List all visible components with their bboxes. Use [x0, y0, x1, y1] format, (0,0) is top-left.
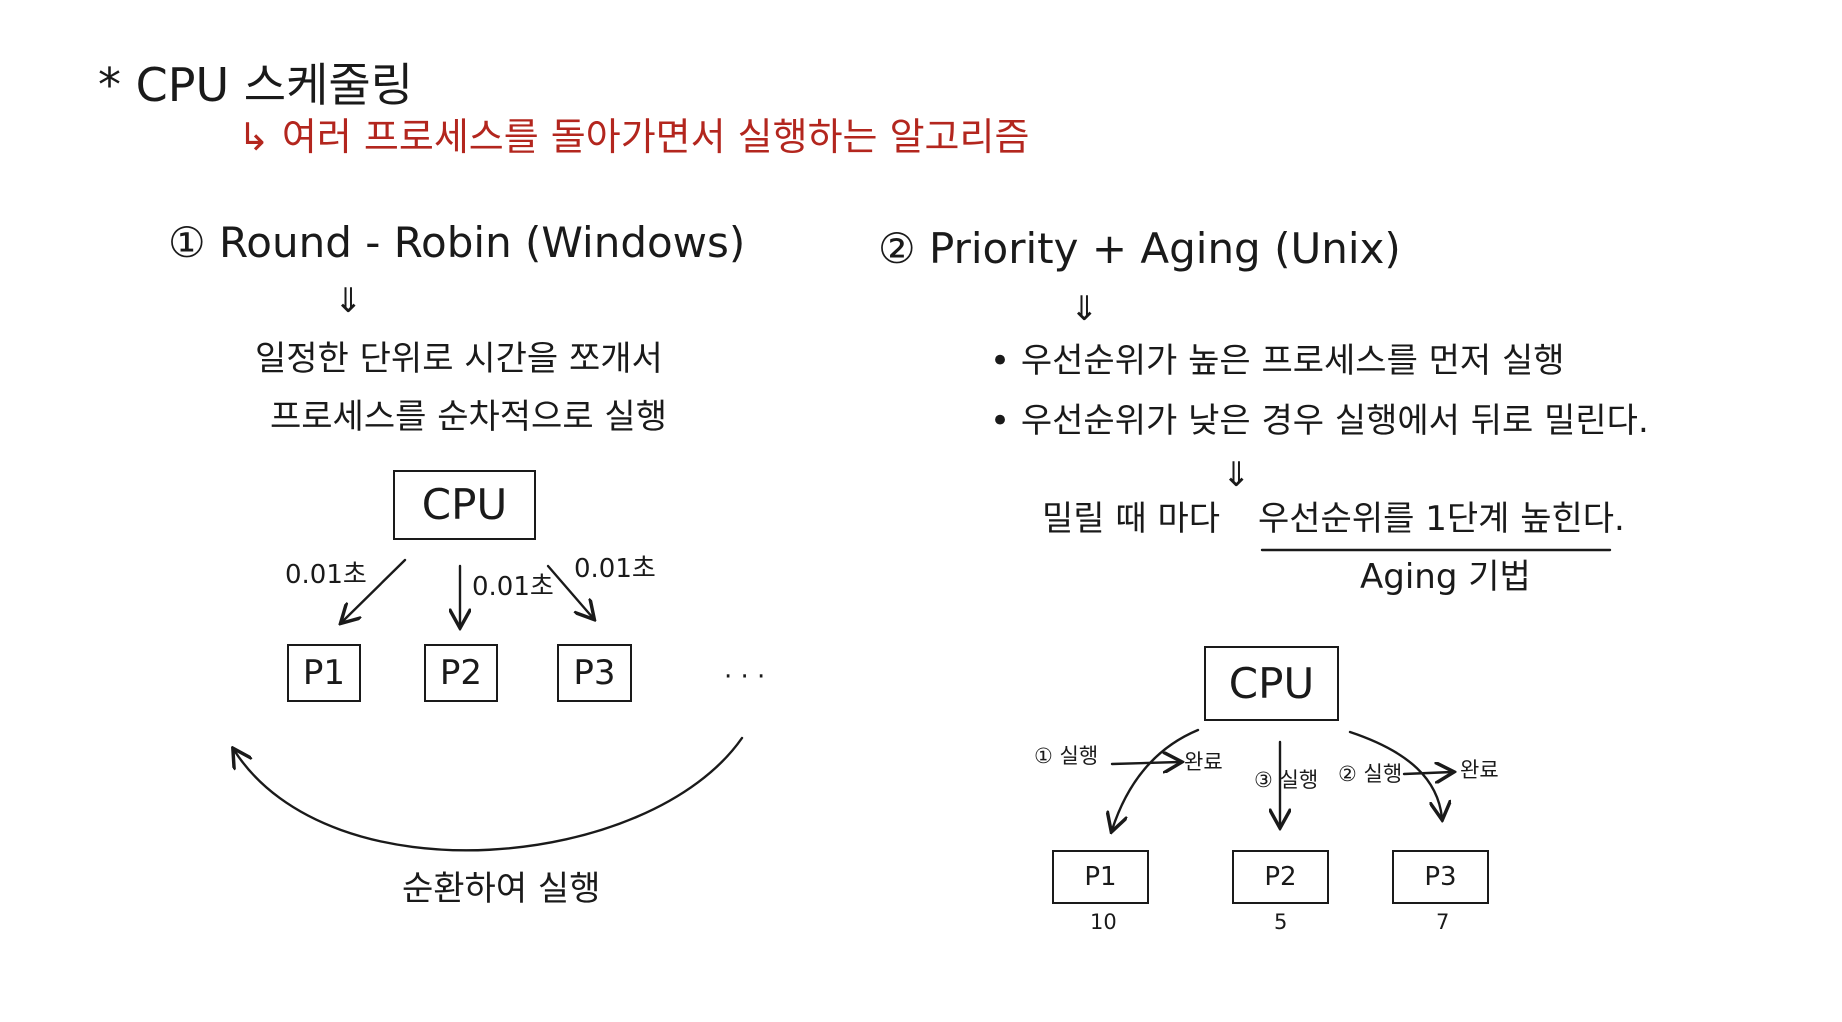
round-robin-heading: ① Round - Robin (Windows) [168, 218, 746, 267]
priority-value-p2: 5 [1274, 910, 1288, 934]
round-robin-cpu-label: CPU [421, 480, 508, 529]
cycle-arc [234, 736, 744, 852]
step-3-label: ③ 실행 [1254, 768, 1319, 792]
arrow-step1-to-p1 [1112, 728, 1200, 830]
aging-label: Aging 기법 [1360, 557, 1531, 597]
time-label-p3: 0.01초 [574, 554, 656, 584]
arrow-step2-to-done [1402, 772, 1452, 774]
priority-down-arrow-1: ⇓ [1070, 289, 1099, 329]
push-prefix: 밀릴 때 마다 [1042, 499, 1221, 539]
priority-cpu-box: CPU [1204, 646, 1339, 721]
step-1-done: 완료 [1184, 750, 1223, 774]
priority-value-p3: 7 [1436, 910, 1450, 934]
round-robin-down-arrow: ⇓ [334, 281, 363, 321]
arrow-step1-to-done [1110, 762, 1180, 764]
priority-process-p2: P2 [1232, 850, 1329, 904]
priority-process-label: P3 [1424, 862, 1457, 892]
time-label-p2: 0.01초 [472, 572, 554, 602]
round-robin-process-label: P1 [302, 653, 346, 693]
round-robin-process-label: P3 [573, 653, 616, 693]
round-robin-desc-line2: 프로세스를 순차적으로 실행 [270, 397, 667, 437]
priority-bullet-1-text: 우선순위가 높은 프로세스를 먼저 실행 [1020, 341, 1565, 381]
arrow-step2-to-p3 [1348, 730, 1442, 818]
priority-process-p1: P1 [1052, 850, 1149, 904]
step-2-done: 완료 [1460, 758, 1499, 782]
arrow-cpu-to-p3 [546, 564, 593, 618]
round-robin-ellipsis: · · · [724, 662, 766, 692]
priority-bullet-1: • 우선순위가 높은 프로세스를 먼저 실행 [990, 341, 1565, 381]
cycle-label: 순환하여 실행 [402, 869, 601, 909]
priority-down-arrow-2: ⇓ [1222, 455, 1251, 495]
priority-bullet-2-text: 우선순위가 낮은 경우 실행에서 뒤로 밀린다. [1020, 401, 1649, 441]
time-label-p1: 0.01초 [285, 560, 367, 590]
round-robin-desc-line1: 일정한 단위로 시간을 쪼개서 [255, 339, 663, 379]
push-underlined: 우선순위를 1단계 높힌다. [1258, 499, 1625, 539]
round-robin-cpu-box: CPU [393, 470, 536, 540]
priority-value-p1: 10 [1090, 910, 1117, 934]
round-robin-process-p3: P3 [557, 644, 632, 702]
priority-cpu-label: CPU [1228, 658, 1315, 708]
priority-aging-heading: ② Priority + Aging (Unix) [878, 224, 1401, 273]
round-robin-process-label: P2 [439, 653, 483, 693]
arrow-cpu-to-p1 [342, 558, 407, 622]
priority-process-label: P2 [1264, 862, 1297, 892]
page-subtitle: ↳ 여러 프로세스를 돌아가면서 실행하는 알고리즘 [238, 115, 1030, 159]
priority-process-p3: P3 [1392, 850, 1489, 904]
priority-process-label: P1 [1084, 862, 1117, 892]
priority-bullet-2: • 우선순위가 낮은 경우 실행에서 뒤로 밀린다. [990, 401, 1649, 441]
page-title: * CPU 스케줄링 [98, 58, 414, 112]
step-1-label: ① 실행 [1034, 744, 1099, 768]
round-robin-process-p2: P2 [424, 644, 498, 702]
round-robin-process-p1: P1 [287, 644, 361, 702]
step-2-label: ② 실행 [1338, 762, 1403, 786]
